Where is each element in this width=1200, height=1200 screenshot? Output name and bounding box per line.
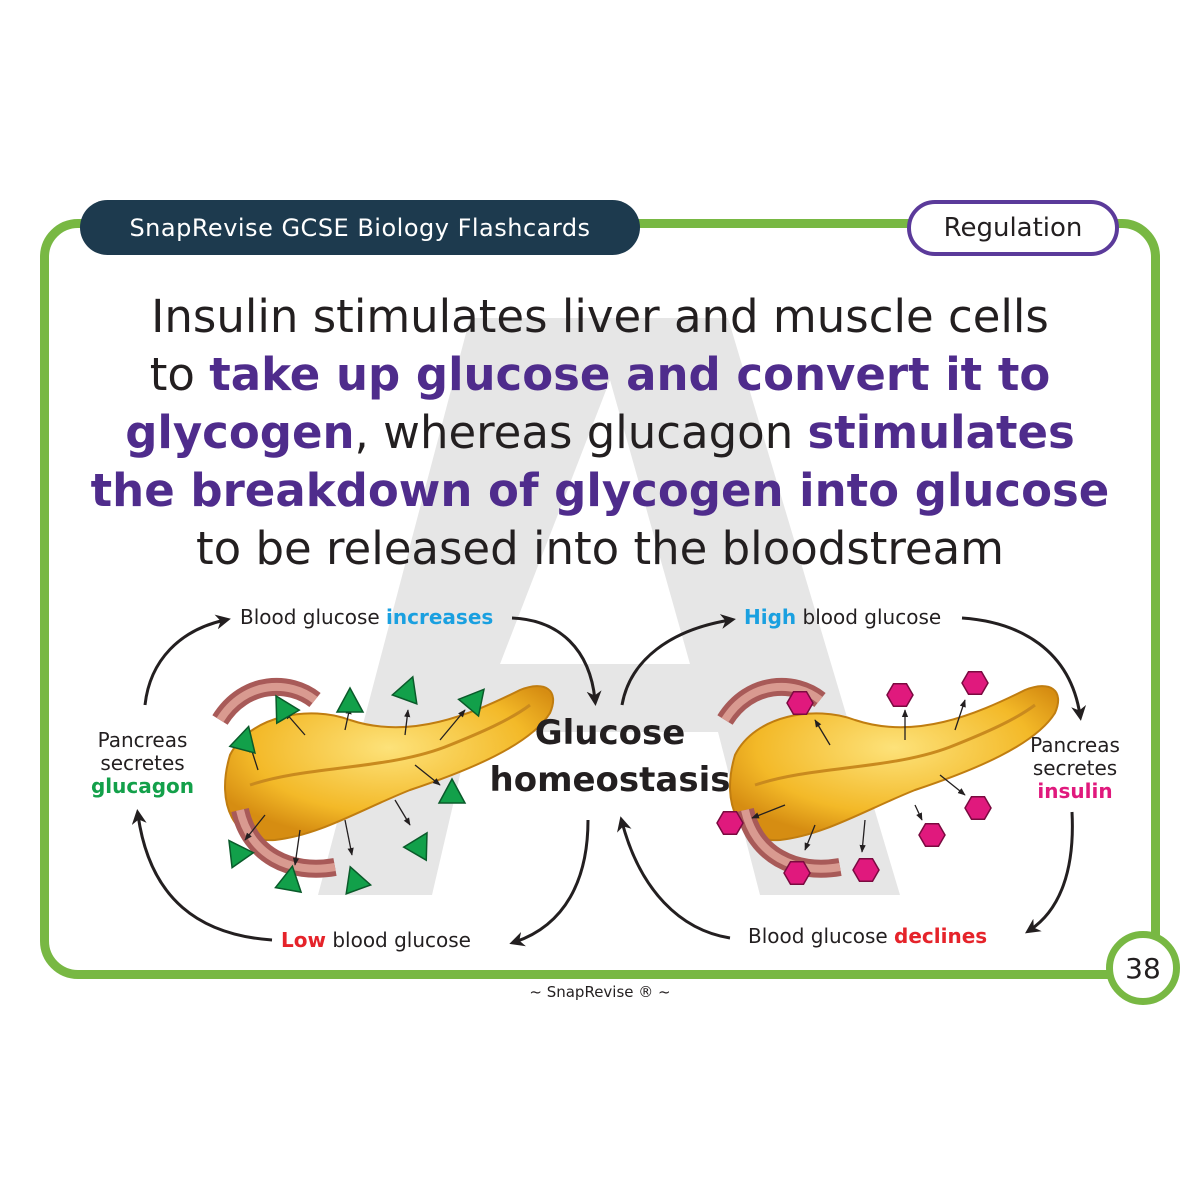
arrow-increase-to-center bbox=[511, 616, 602, 706]
label-blood-glucose-increases: Blood glucose increases bbox=[240, 605, 494, 629]
statement-line-5: to be released into the bloodstream bbox=[195, 522, 1005, 575]
label-blood-glucose-declines: Blood glucose declines bbox=[748, 924, 988, 948]
label-pancreas-secretes-glucagon: Pancreas secretes glucagon bbox=[90, 728, 195, 798]
arrow-center-to-high bbox=[620, 614, 736, 706]
pancreas-glucagon-illustration bbox=[218, 671, 553, 895]
arrow-high-to-pancreas bbox=[961, 616, 1087, 721]
flashcard-statement: Insulin stimulates liver and muscle cell… bbox=[60, 288, 1140, 578]
statement-line-4: the breakdown of glycogen into glucose bbox=[90, 464, 1110, 517]
label-pancreas-secretes-insulin: Pancreas secretes insulin bbox=[1030, 733, 1120, 803]
center-title-glucose-homeostasis: Glucose homeostasis bbox=[489, 713, 731, 800]
arrow-low-to-pancreas bbox=[131, 809, 273, 942]
pancreas-insulin-illustration bbox=[717, 670, 1058, 886]
footer-brand: ~ SnapRevise ® ~ bbox=[529, 983, 671, 1001]
statement-line-3: glycogen, whereas glucagon stimulates bbox=[125, 406, 1075, 459]
label-high-blood-glucose: High blood glucose bbox=[744, 605, 942, 629]
arrow-center-to-low bbox=[509, 819, 590, 947]
topic-badge: Regulation bbox=[907, 200, 1119, 256]
page-number-badge: 38 bbox=[1106, 931, 1180, 1005]
arrow-pancreas-to-increase bbox=[143, 614, 231, 706]
arrow-declines-to-center bbox=[617, 816, 731, 940]
statement-line-2: to take up glucose and convert it to bbox=[149, 348, 1051, 401]
header-title: SnapRevise GCSE Biology Flashcards bbox=[80, 200, 640, 255]
arrow-pancreas-to-declines bbox=[1025, 811, 1074, 934]
label-low-blood-glucose: Low blood glucose bbox=[281, 928, 471, 952]
statement-line-1: Insulin stimulates liver and muscle cell… bbox=[151, 290, 1049, 343]
